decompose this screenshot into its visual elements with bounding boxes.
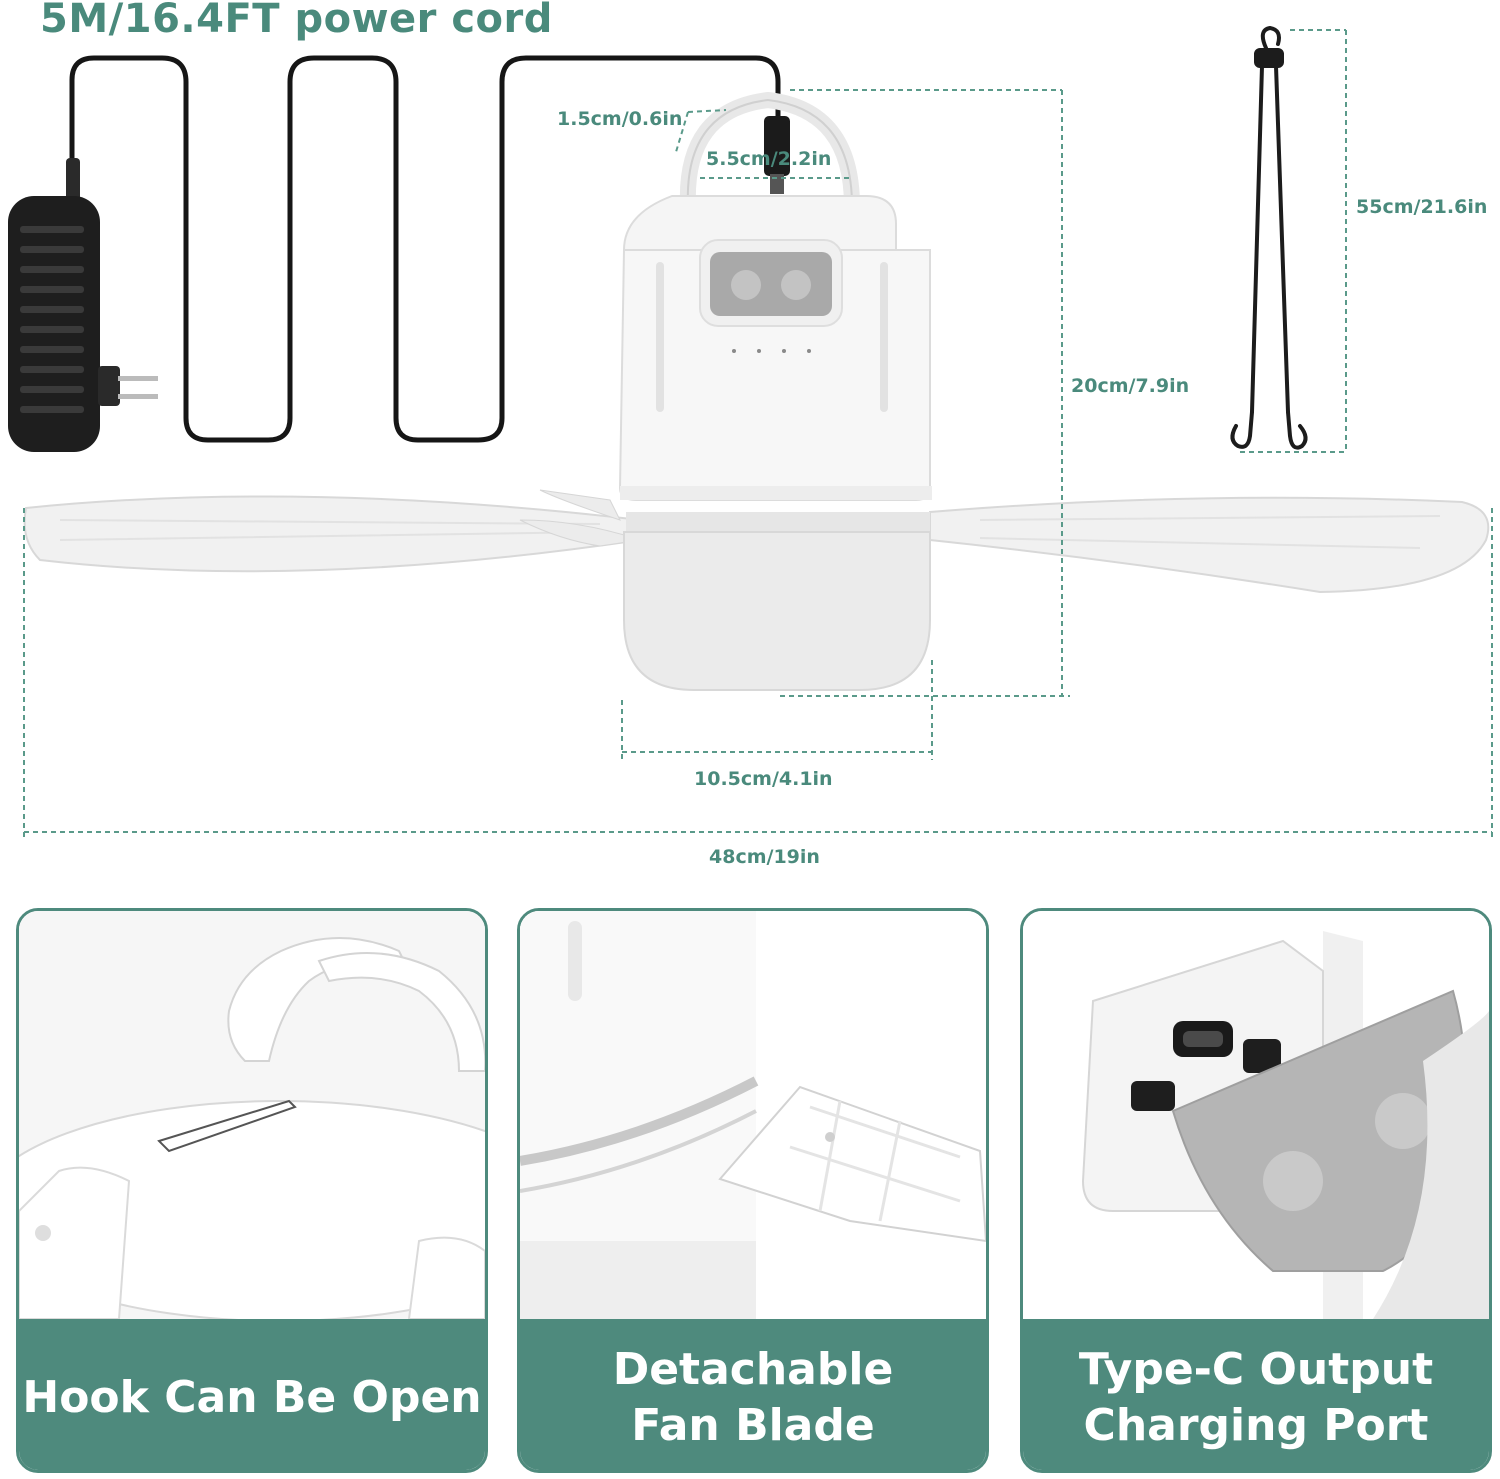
product-diagram <box>8 25 1493 840</box>
led-light-dome <box>623 531 931 691</box>
dimension-lines <box>23 29 1493 840</box>
feature-panel-hook: Hook Can Be Open <box>16 908 488 1473</box>
detachable-blade-photo <box>520 911 986 1319</box>
type-c-port-photo <box>1023 911 1489 1319</box>
fan-button-icon <box>781 270 811 300</box>
light-button-icon <box>731 270 761 300</box>
handle-width-label: 5.5cm/2.2in <box>706 148 832 170</box>
hanger-strap-icon <box>1230 25 1308 450</box>
feature-panel-blade: Detachable Fan Blade <box>517 908 989 1473</box>
panel-caption: Hook Can Be Open <box>22 1371 482 1423</box>
hook-open-photo <box>19 911 485 1319</box>
hanger-length-label: 55cm/21.6in <box>1356 196 1488 218</box>
fan-button-icon <box>1375 1093 1431 1149</box>
connector-depth-label: 1.5cm/0.6in <box>557 108 683 130</box>
blade-span-label: 48cm/19in <box>709 846 820 868</box>
control-panel <box>710 252 832 316</box>
fan-body <box>618 195 932 691</box>
power-adapter-icon <box>8 158 158 452</box>
fan-blade-icon <box>718 1085 986 1243</box>
body-width-label: 10.5cm/4.1in <box>694 768 833 790</box>
panel-caption: Type-C Output Charging Port <box>1078 1343 1434 1451</box>
power-cord-title: 5M/16.4FT power cord <box>40 0 553 42</box>
switch-button-icon <box>1131 1081 1175 1111</box>
fan-height-label: 20cm/7.9in <box>1071 375 1190 397</box>
feature-panel-port: Type-C Output Charging Port <box>1020 908 1492 1473</box>
hook-clip-icon <box>157 1099 297 1153</box>
light-button-icon <box>1263 1151 1323 1211</box>
power-cord <box>69 55 781 443</box>
panel-caption: Detachable Fan Blade <box>612 1343 894 1451</box>
